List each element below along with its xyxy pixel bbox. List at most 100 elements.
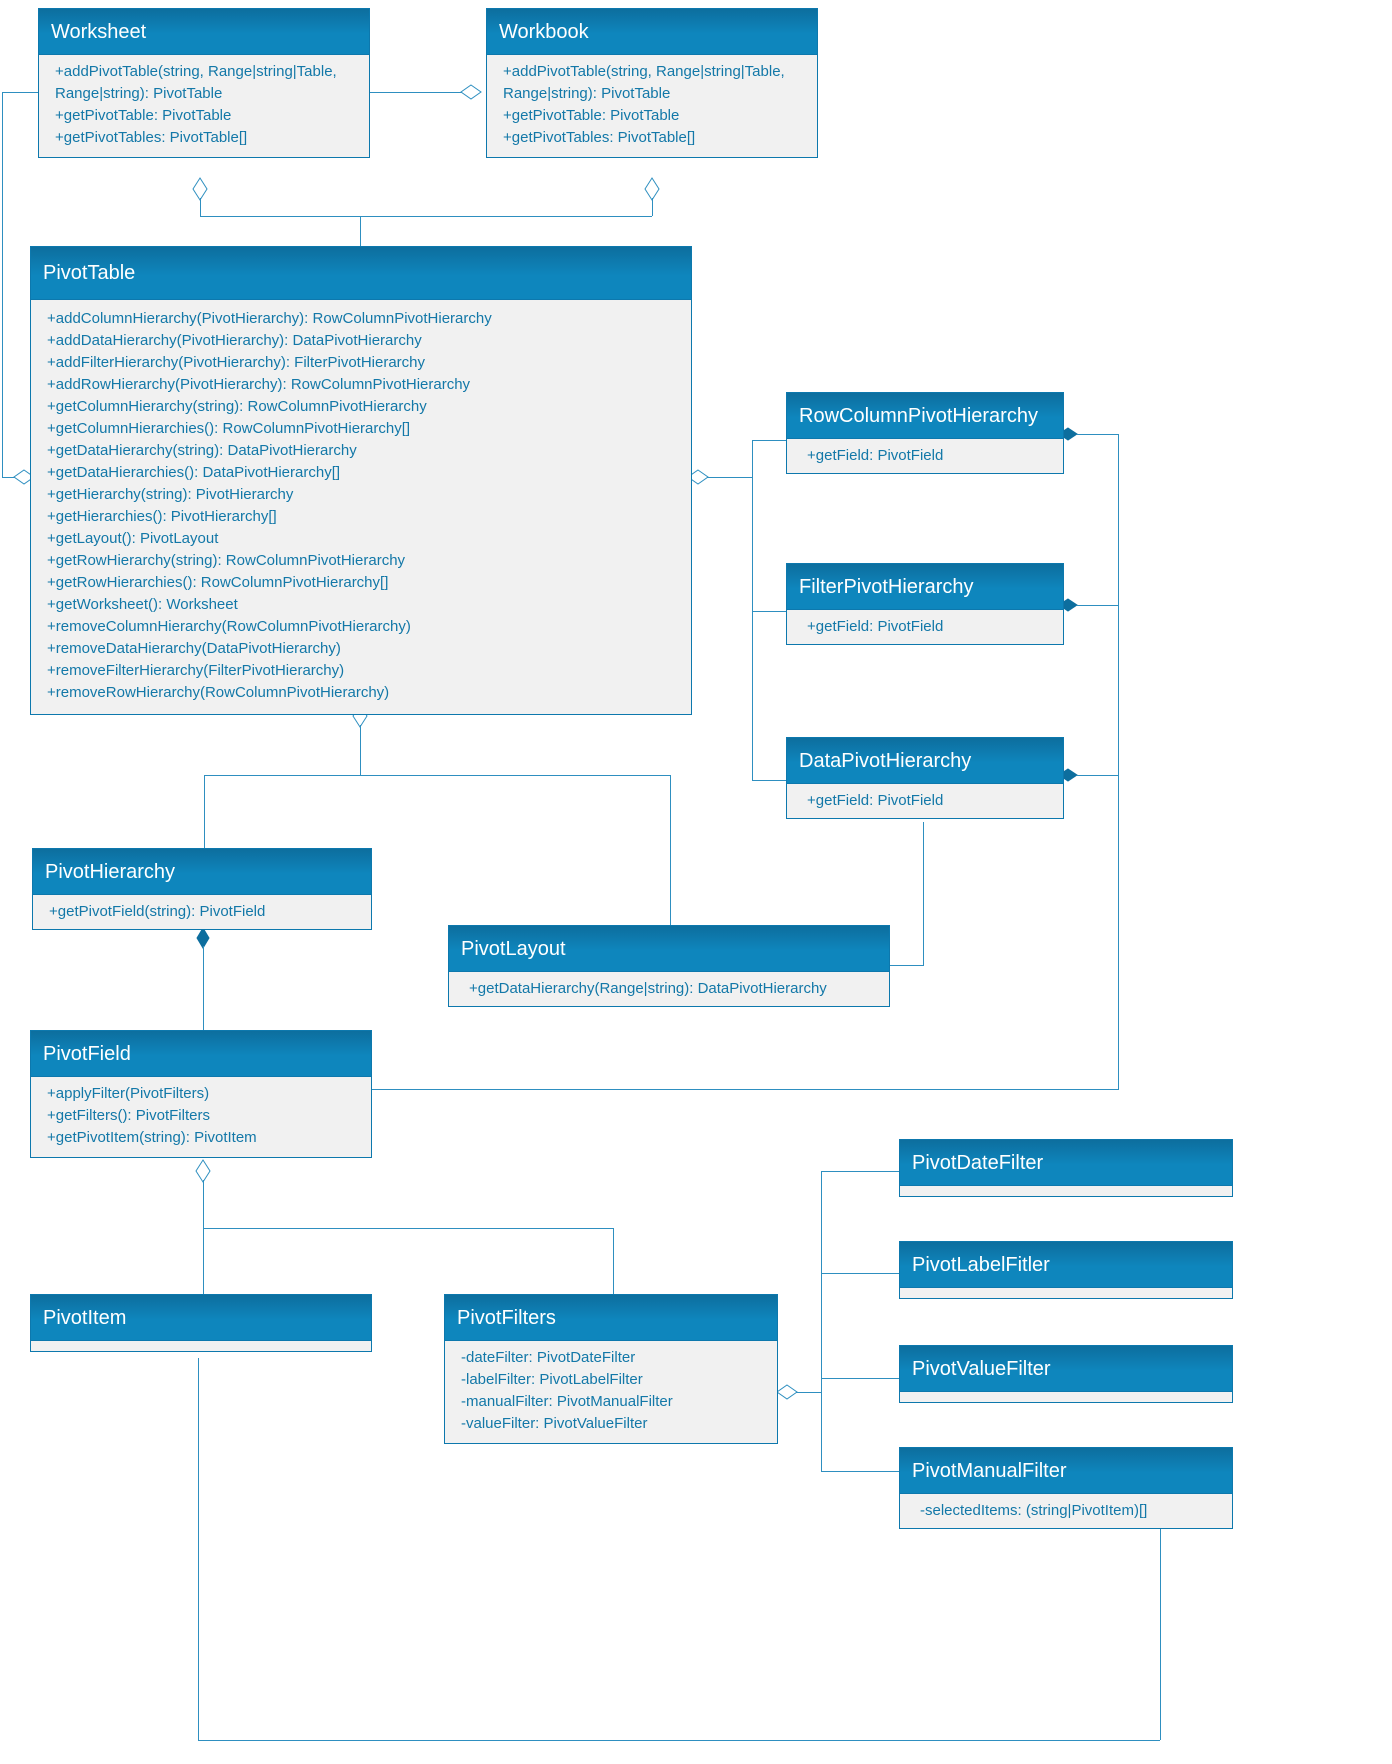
connector-worksheet-down (200, 198, 201, 216)
connector-data-right (1077, 775, 1119, 776)
class-filterpivothierarchy[interactable]: FilterPivotHierarchy +getField: PivotFie… (786, 563, 1064, 645)
class-member: +getPivotTables: PivotTable[] (503, 129, 696, 146)
class-pivotlayout[interactable]: PivotLayout +getDataHierarchy(Range|stri… (448, 925, 890, 1007)
aggregation-diamond-workbook (460, 84, 482, 100)
class-worksheet-title: Worksheet (39, 9, 369, 55)
class-pivothierarchy[interactable]: PivotHierarchy +getPivotField(string): P… (32, 848, 372, 930)
class-member: +removeDataHierarchy(DataPivotHierarchy) (47, 640, 341, 657)
class-pivotitem-title: PivotItem (31, 1295, 371, 1341)
class-member: +getField: PivotField (807, 447, 944, 464)
connector-field-bus (203, 1228, 614, 1229)
class-pivottable-title: PivotTable (31, 247, 691, 300)
connector-hier-stub (707, 477, 753, 478)
class-pivothierarchy-title: PivotHierarchy (33, 849, 371, 895)
class-member: +removeColumnHierarchy(RowColumnPivotHie… (47, 618, 411, 635)
class-member: +getWorksheet(): Worksheet (47, 596, 238, 613)
connector-to-valuefilter (821, 1378, 901, 1379)
class-member: +getField: PivotField (807, 792, 944, 809)
connector-to-pivotfilters (613, 1228, 614, 1294)
class-filterpivothierarchy-title: FilterPivotHierarchy (787, 564, 1063, 610)
connector-filter-right (1077, 605, 1119, 606)
class-member: +getFilters(): PivotFilters (47, 1107, 210, 1124)
class-member: -selectedItems: (string|PivotItem)[] (920, 1502, 1148, 1519)
class-member: +removeRowHierarchy(RowColumnPivotHierar… (47, 684, 390, 701)
connector-to-datefilter (821, 1171, 901, 1172)
connector-bottom-rail-to-pivotitem (198, 1358, 199, 1740)
class-pivotmanualfilter-members: -selectedItems: (string|PivotItem)[] (900, 1494, 1232, 1528)
class-member: -labelFilter: PivotLabelFilter (461, 1371, 643, 1388)
connector-worksheet-left-v (2, 92, 3, 477)
connector-pivotfield-down (203, 1180, 204, 1228)
class-member: +getPivotTable: PivotTable (503, 107, 680, 124)
class-pivothierarchy-members: +getPivotField(string): PivotField (33, 895, 371, 929)
class-pivotdatefilter-members (900, 1186, 1232, 1196)
class-member: +getDataHierarchy(string): DataPivotHier… (47, 442, 357, 459)
class-member: +getHierarchy(string): PivotHierarchy (47, 486, 294, 503)
class-pivotfilters-title: PivotFilters (445, 1295, 777, 1341)
class-member: +getPivotItem(string): PivotItem (47, 1129, 257, 1146)
connector-right-rail-to-pivotfield (370, 1089, 1119, 1090)
connector-pivottable-bottom-v (360, 725, 361, 775)
connector-pivottable-left-h (2, 477, 16, 478)
class-rowcolumnpivothierarchy-members: +getField: PivotField (787, 439, 1063, 473)
connector-top-bus (200, 216, 652, 217)
connector-hier-filter (752, 611, 788, 612)
class-pivotmanualfilter[interactable]: PivotManualFilter -selectedItems: (strin… (899, 1447, 1233, 1529)
class-pivotfilters-members: -dateFilter: PivotDateFilter -labelFilte… (445, 1341, 777, 1443)
class-member: -manualFilter: PivotManualFilter (461, 1393, 673, 1410)
class-member: +applyFilter(PivotFilters) (47, 1085, 210, 1102)
composition-diamond-pivothierarchy-bottom (196, 927, 210, 949)
class-member: +getField: PivotField (807, 618, 944, 635)
class-member: +addDataHierarchy(PivotHierarchy): DataP… (47, 332, 422, 349)
connector-right-rail (1118, 434, 1119, 1089)
class-member: +removeFilterHierarchy(FilterPivotHierar… (47, 662, 345, 679)
class-member: +getRowHierarchies(): RowColumnPivotHier… (47, 574, 389, 591)
class-pivotfield[interactable]: PivotField +applyFilter(PivotFilters) +g… (30, 1030, 372, 1158)
class-workbook-members: +addPivotTable(string, Range|string|Tabl… (487, 55, 817, 157)
connector-to-pivothierarchy (204, 775, 205, 848)
class-member: +addPivotTable(string, Range|string|Tabl… (503, 63, 785, 102)
class-member: +getDataHierarchies(): DataPivotHierarch… (47, 464, 341, 481)
class-pivotitem[interactable]: PivotItem (30, 1294, 372, 1352)
aggregation-diamond-worksheet-bottom (192, 177, 208, 201)
aggregation-diamond-pivotfield-bottom (195, 1159, 211, 1183)
class-worksheet-members: +addPivotTable(string, Range|string|Tabl… (39, 55, 369, 157)
class-member: -valueFilter: PivotValueFilter (461, 1415, 648, 1432)
class-pivotlayout-members: +getDataHierarchy(Range|string): DataPiv… (449, 972, 889, 1006)
connector-hier-bus (752, 440, 753, 780)
connector-hier-rowcolumn (752, 440, 788, 441)
class-member: +getDataHierarchy(Range|string): DataPiv… (469, 980, 827, 997)
connector-bus-to-pivottable (360, 216, 361, 246)
class-workbook[interactable]: Workbook +addPivotTable(string, Range|st… (486, 8, 818, 158)
connector-to-labelfilter (821, 1273, 901, 1274)
class-member: +getPivotTable: PivotTable (55, 107, 232, 124)
class-rowcolumnpivothierarchy[interactable]: RowColumnPivotHierarchy +getField: Pivot… (786, 392, 1064, 474)
class-pivotlabelfilter[interactable]: PivotLabelFitler (899, 1241, 1233, 1299)
class-pivotlabelfilter-members (900, 1288, 1232, 1298)
class-pivottable[interactable]: PivotTable +addColumnHierarchy(PivotHier… (30, 246, 692, 715)
class-pivotfilters[interactable]: PivotFilters -dateFilter: PivotDateFilte… (444, 1294, 778, 1444)
connector-workbook-down (652, 198, 653, 216)
connector-filters-bus (821, 1171, 822, 1471)
class-member: +getPivotTables: PivotTable[] (55, 129, 248, 146)
connector-worksheet-left-h (2, 92, 38, 93)
connector-bottom-rail (198, 1740, 1160, 1741)
connector-to-pivotitem (203, 1228, 204, 1294)
class-pivotdatefilter[interactable]: PivotDateFilter (899, 1139, 1233, 1197)
class-pivotitem-members (31, 1341, 371, 1351)
connector-filters-stub (796, 1392, 822, 1393)
connector-hier-data (752, 780, 788, 781)
class-member: +getRowHierarchy(string): RowColumnPivot… (47, 552, 406, 569)
class-pivottable-members: +addColumnHierarchy(PivotHierarchy): Row… (31, 300, 691, 714)
class-pivotmanualfilter-title: PivotManualFilter (900, 1448, 1232, 1494)
class-pivotvaluefilter[interactable]: PivotValueFilter (899, 1345, 1233, 1403)
class-filterpivothierarchy-members: +getField: PivotField (787, 610, 1063, 644)
connector-pivotlayout-right (889, 965, 924, 966)
class-datapivothierarchy[interactable]: DataPivotHierarchy +getField: PivotField (786, 737, 1064, 819)
class-member: +getLayout(): PivotLayout (47, 530, 219, 547)
class-member: +addColumnHierarchy(PivotHierarchy): Row… (47, 310, 492, 327)
class-member: +getPivotField(string): PivotField (49, 903, 266, 920)
connector-pivotlayout-up (923, 822, 924, 965)
class-worksheet[interactable]: Worksheet +addPivotTable(string, Range|s… (38, 8, 370, 158)
